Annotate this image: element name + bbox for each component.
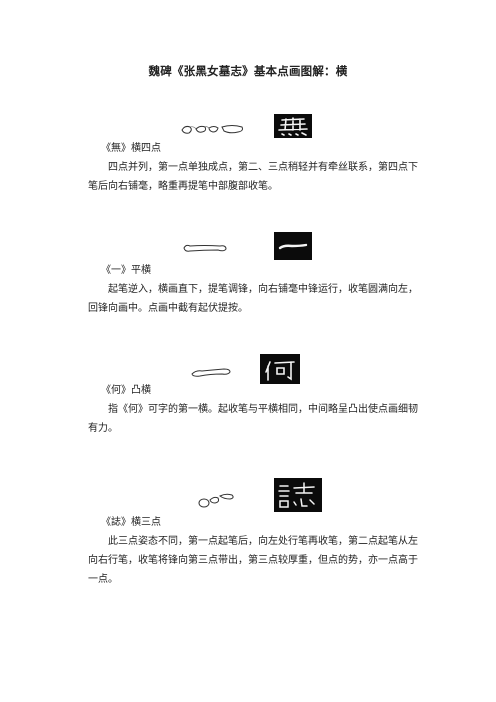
section-description: 起笔逆入，横画直下，提笔调锋，向右铺毫中锋运行，收笔圆满向左，回锋向画中。点画中… — [88, 284, 418, 314]
brush-stroke-convex-icon — [191, 368, 231, 377]
page-title: 魏碑《张黑女墓志》基本点画图解：横 — [148, 64, 348, 78]
brush-stroke-four-dots-icon — [181, 125, 243, 134]
rubbing-zhi-icon — [274, 478, 322, 512]
rubbing-he-icon — [260, 354, 300, 384]
section-label: 《無》横四点 — [101, 143, 161, 154]
section-description: 指《何》可字的第一横。起收笔与平横相同，中间略呈凸出使点画细韧有力。 — [88, 404, 418, 434]
section-label: 《何》凸横 — [101, 385, 151, 396]
section-description: 此三点姿态不同，第一点起笔后，向左处行笔再收笔，第二点起笔从左向右行笔，收笔将锋… — [88, 536, 418, 585]
section-label: 《誌》横三点 — [101, 517, 161, 528]
brush-stroke-flat-icon — [183, 244, 227, 252]
section-label: 《一》平横 — [101, 265, 151, 276]
rubbing-wu-icon — [274, 114, 312, 138]
section-description: 四点并列，第一点单独成点，第二、三点稍轻并有牵丝联系，第四点下笔后向右铺毫，略重… — [88, 162, 418, 192]
rubbing-yi-icon — [274, 232, 312, 260]
brush-stroke-three-dots-icon — [198, 493, 234, 508]
